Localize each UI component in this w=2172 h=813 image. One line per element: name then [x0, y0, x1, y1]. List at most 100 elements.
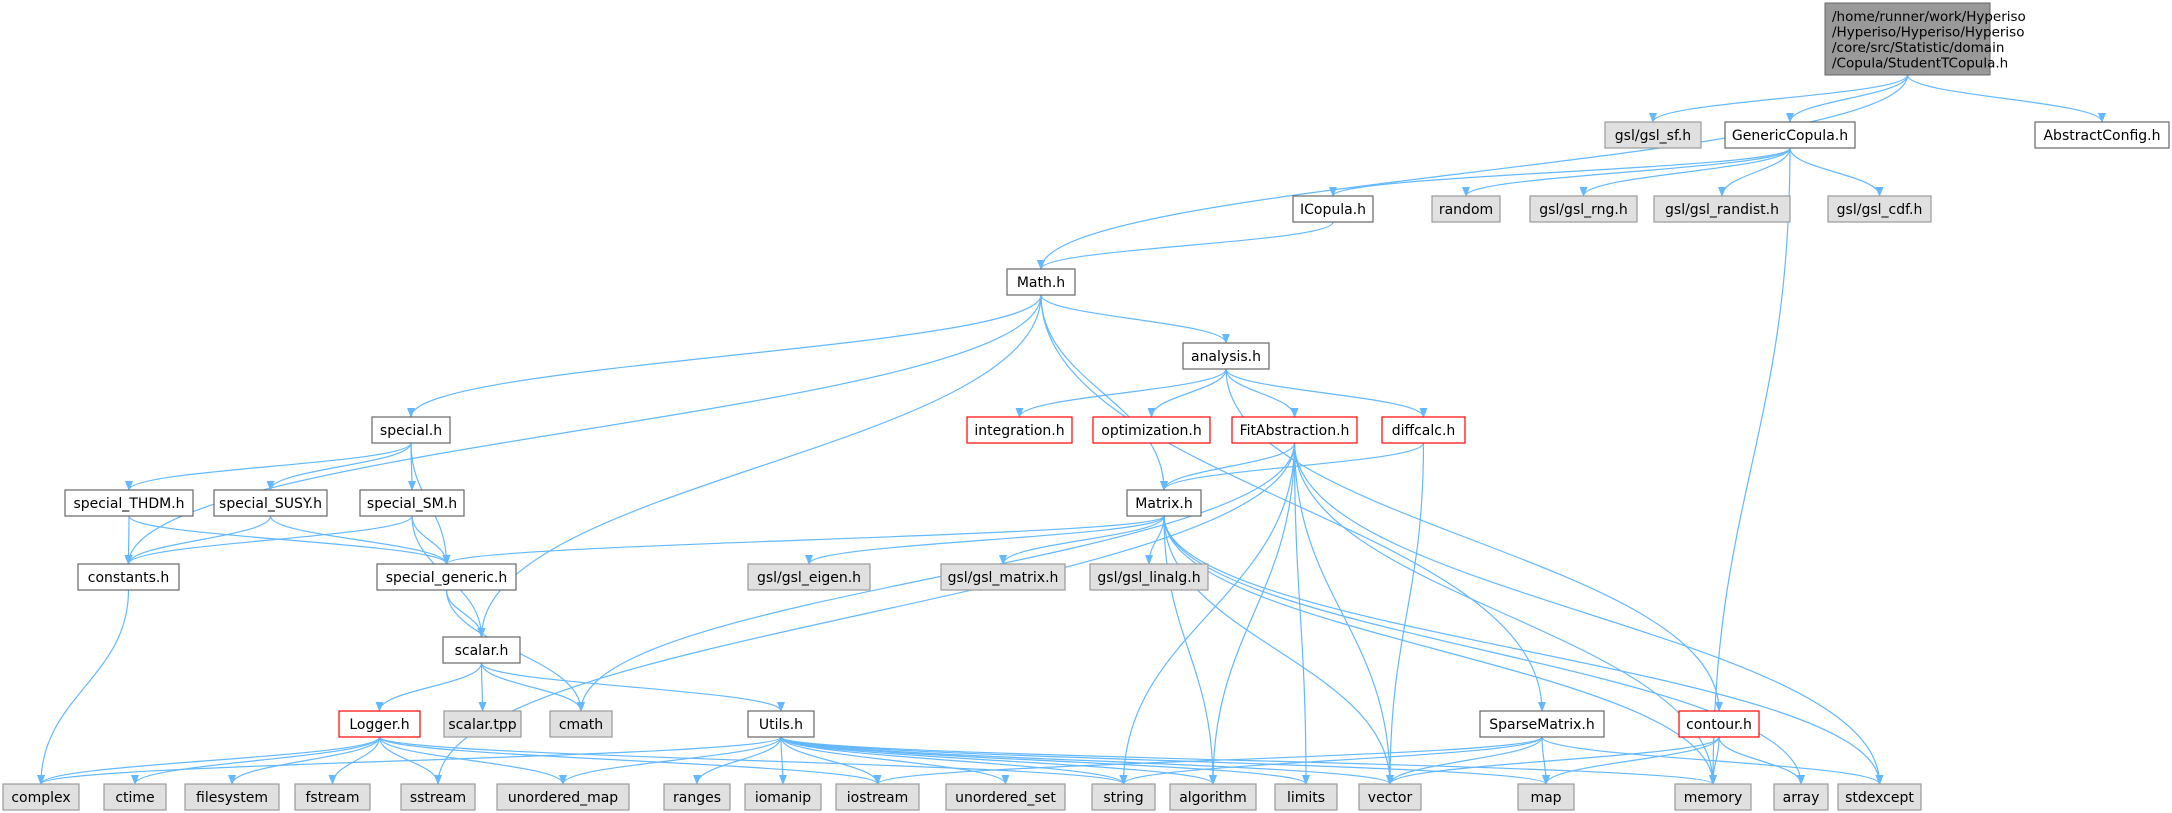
node-map[interactable]: map: [1517, 783, 1575, 811]
node-unordered-map[interactable]: unordered_map: [496, 783, 630, 811]
edge-SparseMatrix-to-map: [1541, 736, 1550, 785]
edge-scalar-to-Logger: [375, 662, 483, 712]
node-limits[interactable]: limits: [1274, 783, 1338, 811]
node-abstractconfig[interactable]: AbstractConfig.h: [2034, 121, 2170, 149]
node-special[interactable]: special.h: [371, 416, 451, 444]
edge-Math-to-SparseMatrix: [1040, 294, 1546, 712]
node-box: [1827, 195, 1932, 223]
node-label: scalar.h: [455, 643, 509, 659]
node-sstream[interactable]: sstream: [400, 783, 476, 811]
node-math[interactable]: Math.h: [1006, 268, 1076, 296]
node-box: [1292, 195, 1374, 223]
node-gsl-linalg[interactable]: gsl/gsl_linalg.h: [1089, 563, 1209, 591]
node-root-studenttcopula[interactable]: /home/runner/work/Hyperiso/Hyperiso/Hype…: [1824, 2, 2026, 76]
node-ranges[interactable]: ranges: [663, 783, 731, 811]
node-cmath[interactable]: cmath: [549, 710, 613, 738]
edge-Logger-to-complex: [37, 736, 381, 785]
node-analysis[interactable]: analysis.h: [1182, 342, 1270, 370]
node-gsl-matrix[interactable]: gsl/gsl_matrix.h: [940, 563, 1066, 591]
node-box: [1231, 416, 1358, 444]
edge-special_THDM-to-special_generic: [128, 515, 451, 565]
node-integration[interactable]: integration.h: [966, 416, 1073, 444]
node-box: [359, 489, 465, 517]
node-vector[interactable]: vector: [1358, 783, 1422, 811]
edge-scalar-to-scalar_tpp: [478, 662, 487, 712]
node-label: special.h: [380, 423, 442, 439]
node-genericcopula[interactable]: GenericCopula.h: [1724, 121, 1856, 149]
node-label: gsl/gsl_linalg.h: [1097, 570, 1200, 586]
node-iomanip[interactable]: iomanip: [744, 783, 822, 811]
node-scalar[interactable]: scalar.h: [442, 636, 521, 664]
edge-GenericCopula-to-random: [1462, 147, 1791, 197]
edge-contour-to-vector: [1386, 736, 1720, 785]
node-stdexcept[interactable]: stdexcept: [1837, 783, 1922, 811]
edge-diffcalc-to-Matrix: [1160, 442, 1425, 491]
node-array[interactable]: array: [1773, 783, 1829, 811]
node-string[interactable]: string: [1091, 783, 1156, 811]
node-label: AbstractConfig.h: [2043, 128, 2160, 144]
node-special-sm[interactable]: special_SM.h: [359, 489, 465, 517]
node-contour[interactable]: contour.h: [1678, 710, 1760, 738]
edge-FitAbstraction-to-algorithm: [1209, 442, 1296, 785]
node-box: [945, 783, 1066, 811]
node-label: constants.h: [88, 570, 169, 586]
node-gsl-rng[interactable]: gsl/gsl_rng.h: [1529, 195, 1638, 223]
edge-analysis-to-diffcalc: [1225, 368, 1428, 418]
node-box: [1182, 342, 1270, 370]
node-fstream[interactable]: fstream: [294, 783, 371, 811]
node-box: [1529, 195, 1638, 223]
edge-special-to-special_SUSY: [266, 442, 412, 491]
node-utils[interactable]: Utils.h: [747, 710, 815, 738]
node-gsl-cdf[interactable]: gsl/gsl_cdf.h: [1827, 195, 1932, 223]
edge-Matrix-to-gsl_matrix: [999, 515, 1165, 565]
edge-Math-to-special: [407, 294, 1042, 418]
node-matrix[interactable]: Matrix.h: [1126, 489, 1202, 517]
node-scalar-tpp[interactable]: scalar.tpp: [443, 710, 522, 738]
node-memory[interactable]: memory: [1674, 783, 1752, 811]
node-special-susy[interactable]: special_SUSY.h: [213, 489, 328, 517]
node-label: GenericCopula.h: [1732, 128, 1848, 144]
node-diffcalc[interactable]: diffcalc.h: [1381, 416, 1466, 444]
node-box: [1126, 489, 1202, 517]
node-box: [1006, 268, 1076, 296]
edge-FitAbstraction-to-Matrix: [1160, 442, 1296, 491]
node-icopula[interactable]: ICopula.h: [1292, 195, 1374, 223]
node-label: gsl/gsl_eigen.h: [757, 570, 861, 586]
node-random[interactable]: random: [1431, 195, 1501, 223]
node-label: ranges: [673, 790, 721, 806]
edge-root-to-AbstractConfig: [1906, 74, 2106, 123]
node-label: gsl/gsl_randist.h: [1665, 202, 1779, 218]
node-box: [103, 783, 167, 811]
node-label: string: [1103, 790, 1143, 806]
node-box: [1724, 121, 1856, 149]
node-sparsematrix[interactable]: SparseMatrix.h: [1479, 710, 1605, 738]
node-fitabstraction[interactable]: FitAbstraction.h: [1231, 416, 1358, 444]
edge-special-to-special_THDM: [125, 442, 412, 491]
node-complex[interactable]: complex: [2, 783, 80, 811]
node-label: memory: [1684, 790, 1743, 806]
node-gsl-eigen[interactable]: gsl/gsl_eigen.h: [747, 563, 871, 591]
node-ctime[interactable]: ctime: [103, 783, 167, 811]
node-box: [442, 636, 521, 664]
node-special-generic[interactable]: special_generic.h: [376, 563, 517, 591]
node-iostream[interactable]: iostream: [835, 783, 920, 811]
edge-special_SUSY-to-constants: [124, 515, 272, 565]
node-gsl-sf[interactable]: gsl/gsl_sf.h: [1604, 121, 1702, 149]
node-logger[interactable]: Logger.h: [338, 710, 421, 738]
node-label: filesystem: [196, 790, 268, 806]
edge-analysis-to-optimization: [1147, 368, 1227, 418]
node-optimization[interactable]: optimization.h: [1092, 416, 1211, 444]
node-label: stdexcept: [1845, 790, 1914, 806]
node-label: ICopula.h: [1300, 202, 1366, 218]
node-label: fstream: [306, 790, 360, 806]
node-algorithm[interactable]: algorithm: [1169, 783, 1257, 811]
node-unordered-set[interactable]: unordered_set: [945, 783, 1066, 811]
node-constants[interactable]: constants.h: [77, 563, 180, 591]
node-gsl-randist[interactable]: gsl/gsl_randist.h: [1653, 195, 1791, 223]
node-label: algorithm: [1179, 790, 1247, 806]
node-special-thdm[interactable]: special_THDM.h: [64, 489, 194, 517]
node-filesystem[interactable]: filesystem: [184, 783, 280, 811]
node-box: [376, 563, 517, 591]
node-box: [663, 783, 731, 811]
